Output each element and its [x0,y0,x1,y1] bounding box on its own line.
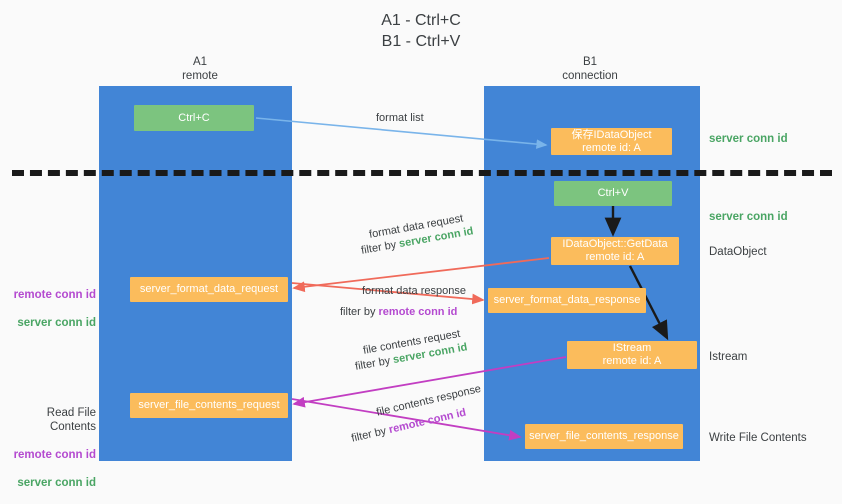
note-istream: Istream [709,351,748,363]
node-server-format-data-request[interactable]: server_format_data_request [130,277,288,302]
note-server-conn-id-mid: server conn id [709,211,788,223]
node-idataobject-getdata[interactable]: IDataObject::GetData remote id: A [551,237,679,265]
edge-label-format-data-response: format data response [362,285,466,297]
note-write-file-contents: Write File Contents [709,432,807,444]
edge-label-format-list: format list [376,112,424,124]
filter-prefix-3: filter by [354,354,395,373]
filter-keyword-2: remote conn id [378,306,458,318]
left-note-remote-conn-id-1: remote conn id [13,289,96,301]
left-note-read-file-contents: Read File Contents [46,407,96,433]
column-header-b1: B1 connection [562,56,618,82]
diagram-canvas: A1 - Ctrl+C B1 - Ctrl+V A1 remote B1 con… [0,12,832,489]
node-ctrl-c[interactable]: Ctrl+C [134,105,254,131]
note-server-conn-id-top: server conn id [709,133,788,145]
node-server-file-contents-request[interactable]: server_file_contents_request [130,393,288,418]
node-save-idataobject[interactable]: 保存IDataObject remote id: A [551,128,672,155]
page-title: A1 - Ctrl+C B1 - Ctrl+V [381,12,461,50]
edge-filter-format-data-response: filter by remote conn id [340,305,457,320]
node-server-format-data-response[interactable]: server_format_data_response [488,288,646,313]
node-ctrl-v[interactable]: Ctrl+V [554,181,672,206]
left-note-server-conn-id-1: server conn id [17,317,96,329]
left-note-server-conn-id-2: server conn id [17,477,96,489]
phase-divider [12,170,832,176]
node-istream[interactable]: IStream remote id: A [567,341,697,369]
filter-prefix-4: filter by [350,424,391,445]
filter-prefix-2: filter by [340,306,379,318]
left-note-remote-conn-id-2: remote conn id [13,449,96,461]
column-header-a1: A1 remote [182,56,218,82]
note-dataobject: DataObject [709,246,767,258]
left-note-file-block: Read File Contents remote conn id server… [0,392,96,504]
left-note-format-block: remote conn id server conn id [0,274,96,344]
node-server-file-contents-response[interactable]: server_file_contents_response [525,424,683,449]
filter-prefix-1: filter by [360,238,401,257]
